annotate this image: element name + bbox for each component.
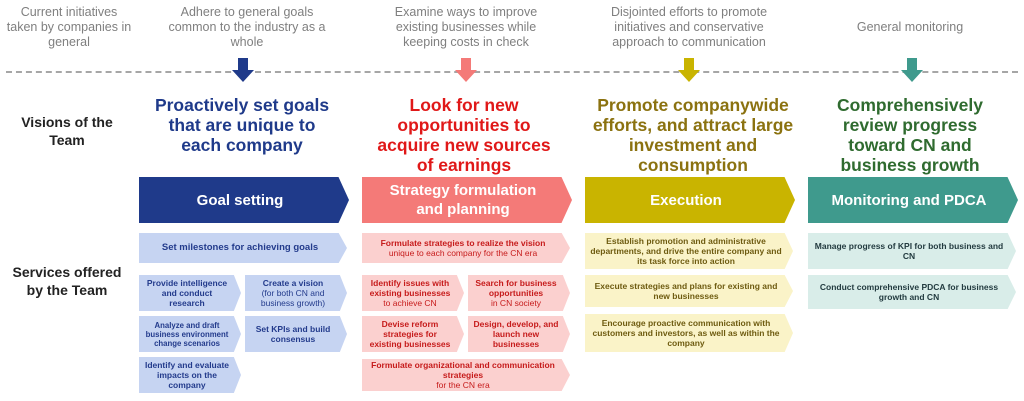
service-search-opportunities-light: in CN society xyxy=(490,298,542,308)
down-arrow-icon-yellow xyxy=(678,58,700,82)
service-formulate-vision-strategy: Formulate strategies to realize the visi… xyxy=(362,233,570,263)
service-org-comm-strategies-light: for the CN era xyxy=(436,380,490,390)
service-formulate-vision-strategy-bold: Formulate strategies to realize the visi… xyxy=(380,238,546,248)
down-arrow-icon-red xyxy=(455,58,477,82)
service-intelligence-label: Provide intelligence and conduct researc… xyxy=(146,278,228,308)
service-encourage-communication-label: Encourage proactive communication with c… xyxy=(592,318,780,348)
phase-execution-label: Execution xyxy=(650,191,722,209)
vision-execution: Promote companywide efforts, and attract… xyxy=(592,95,794,175)
service-identify-issues-light: to achieve CN xyxy=(383,298,437,308)
service-set-kpis: Set KPIs and build consensus xyxy=(245,316,347,352)
phase-goal-setting: Goal setting xyxy=(139,177,349,223)
service-identify-impacts: Identify and evaluate impacts on the com… xyxy=(139,357,241,393)
service-set-kpis-label: Set KPIs and build consensus xyxy=(255,324,331,344)
down-arrow-icon-blue xyxy=(232,58,254,82)
down-arrow-icon-green xyxy=(901,58,923,82)
service-scenarios-label: Analyze and draft business environment c… xyxy=(145,320,229,348)
top-label-monitoring: General monitoring xyxy=(856,20,964,34)
service-search-opportunities-bold: Search for business opportunities xyxy=(475,278,557,298)
service-create-vision-label: Create a vision xyxy=(262,278,324,288)
top-label-strategy: Examine ways to improve existing busines… xyxy=(394,5,538,49)
phase-monitoring-label: Monitoring and PDCA xyxy=(831,191,987,209)
service-manage-kpi-label: Manage progress of KPI for both business… xyxy=(814,241,1004,261)
service-reform-strategies: Devise reform strategies for existing bu… xyxy=(362,316,464,352)
service-establish-departments: Establish promotion and administrative d… xyxy=(585,233,793,269)
service-execute-strategies-label: Execute strategies and plans for existin… xyxy=(594,281,778,301)
service-set-milestones: Set milestones for achieving goals xyxy=(139,233,347,263)
vision-strategy: Look for new opportunities to acquire ne… xyxy=(377,95,551,175)
service-create-vision-sub: (for both CN and business growth) xyxy=(260,288,326,308)
service-reform-strategies-label: Devise reform strategies for existing bu… xyxy=(369,319,451,349)
service-new-businesses-label: Design, develop, and launch new business… xyxy=(473,319,559,349)
service-execute-strategies: Execute strategies and plans for existin… xyxy=(585,275,793,307)
service-formulate-vision-strategy-light: unique to each company for the CN era xyxy=(388,248,538,258)
service-scenarios: Analyze and draft business environment c… xyxy=(139,316,241,352)
service-encourage-communication: Encourage proactive communication with c… xyxy=(585,314,793,352)
service-manage-kpi: Manage progress of KPI for both business… xyxy=(808,233,1016,269)
vision-goal-setting: Proactively set goals that are unique to… xyxy=(154,95,330,155)
phase-strategy: Strategy formulation and planning xyxy=(362,177,572,223)
service-establish-departments-label: Establish promotion and administrative d… xyxy=(590,236,782,266)
top-label-execution: Disjointed efforts to promote initiative… xyxy=(610,5,768,49)
vision-monitoring: Comprehensively review progress toward C… xyxy=(837,95,983,175)
service-search-opportunities: Search for business opportunities in CN … xyxy=(468,275,570,311)
service-org-comm-strategies-bold: Formulate organizational and communicati… xyxy=(371,360,555,380)
service-identify-issues: Identify issues with existing businesses… xyxy=(362,275,464,311)
phase-strategy-label: Strategy formulation and planning xyxy=(389,182,537,218)
service-intelligence: Provide intelligence and conduct researc… xyxy=(139,275,241,311)
service-conduct-pdca-label: Conduct comprehensive PDCA for business … xyxy=(819,282,999,302)
top-label-current: Current initiatives taken by companies i… xyxy=(6,5,132,49)
row-label-visions: Visions of the Team xyxy=(21,114,113,148)
service-conduct-pdca: Conduct comprehensive PDCA for business … xyxy=(808,275,1016,309)
row-label-services: Services offered by the Team xyxy=(12,264,122,298)
phase-monitoring: Monitoring and PDCA xyxy=(808,177,1018,223)
service-create-vision: Create a vision (for both CN and busines… xyxy=(245,275,347,311)
phase-goal-setting-label: Goal setting xyxy=(196,191,284,209)
service-new-businesses: Design, develop, and launch new business… xyxy=(468,316,570,352)
service-identify-issues-bold: Identify issues with existing businesses xyxy=(369,278,451,298)
service-identify-impacts-label: Identify and evaluate impacts on the com… xyxy=(144,360,230,390)
phase-execution: Execution xyxy=(585,177,795,223)
service-org-comm-strategies: Formulate organizational and communicati… xyxy=(362,359,570,391)
service-set-milestones-label: Set milestones for achieving goals xyxy=(161,242,319,253)
dashed-divider xyxy=(6,71,1018,73)
top-label-goal-setting: Adhere to general goals common to the in… xyxy=(168,5,326,49)
